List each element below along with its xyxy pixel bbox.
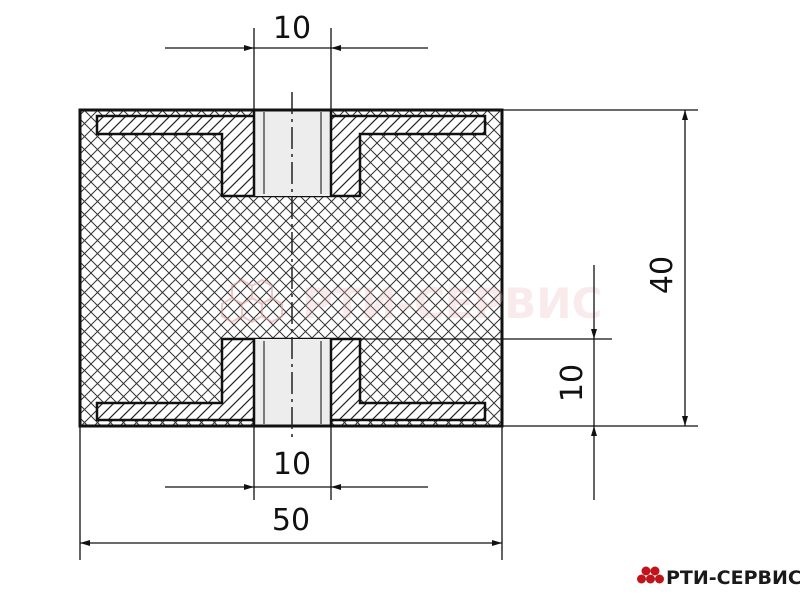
top-hole-width-label: 10 [273, 11, 311, 46]
insert-height-label: 10 [555, 364, 590, 402]
dimension-overall-height: 40 [502, 109, 698, 427]
watermark-logo-icon [221, 278, 283, 324]
body-outline [78, 108, 504, 428]
overall-height-label: 40 [645, 256, 680, 294]
hexagon-cluster-icon [637, 566, 664, 584]
dimension-overall-width: 50 [79, 426, 503, 560]
watermark: РТИ-СЕРВИС [221, 278, 602, 328]
dimension-insert-height: 10 [360, 265, 612, 500]
dimension-top-hole: 10 [165, 11, 428, 110]
overall-width-label: 50 [272, 503, 310, 538]
top-threaded-hole [252, 110, 333, 196]
bottom-hole-width-label: 10 [273, 447, 311, 482]
dimension-bottom-hole: 10 [165, 426, 428, 500]
brand-logo: РТИ-СЕРВИС [637, 566, 800, 589]
brand-name: РТИ-СЕРВИС [666, 567, 800, 589]
watermark-text: РТИ-СЕРВИС [302, 279, 602, 328]
